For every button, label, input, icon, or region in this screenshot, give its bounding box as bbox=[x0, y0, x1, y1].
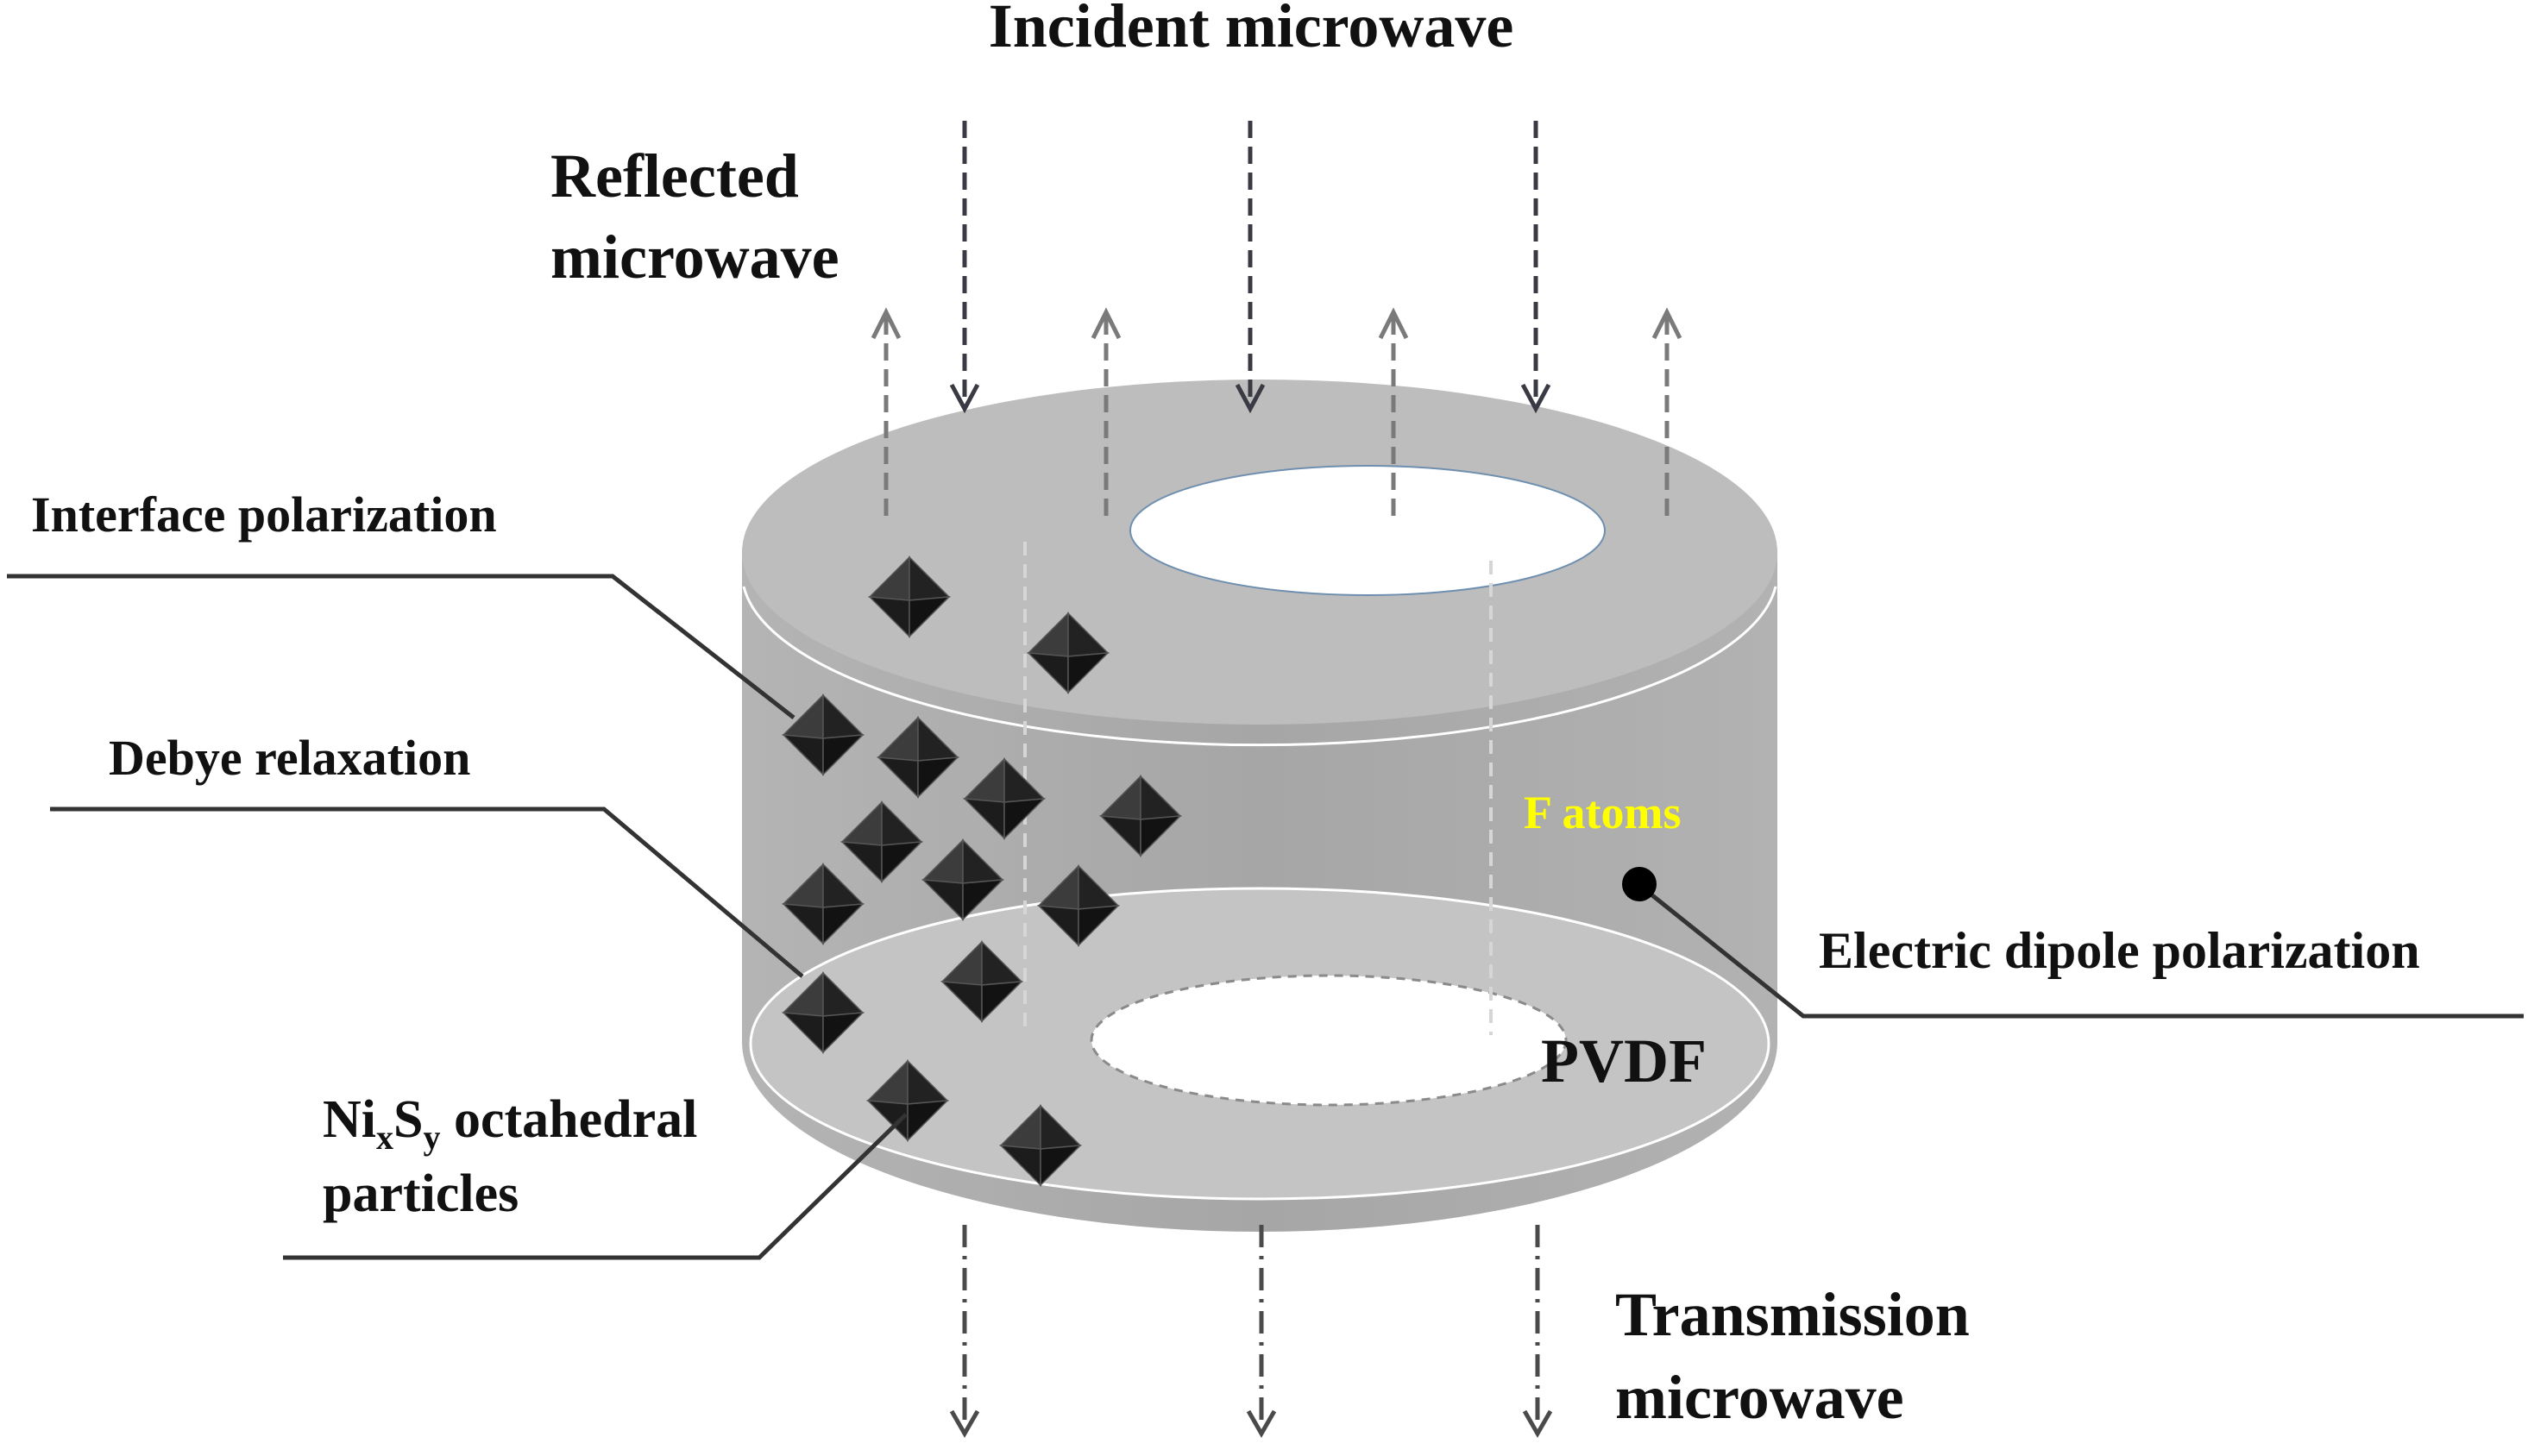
transmission-arrows bbox=[949, 1225, 1553, 1439]
particles-ni: Ni bbox=[323, 1090, 376, 1149]
octahedral-particle bbox=[963, 757, 1046, 840]
octahedral-particle-face bbox=[909, 596, 951, 638]
particles-leader-line bbox=[283, 1113, 908, 1260]
debye-relaxation-label: Debye relaxation bbox=[109, 730, 470, 786]
transmission-label-line2: microwave bbox=[1615, 1363, 1904, 1432]
octahedral-particle-face bbox=[822, 903, 865, 945]
interface-polarization-label: Interface polarization bbox=[31, 486, 497, 543]
particles-sub-x: x bbox=[376, 1118, 393, 1157]
reflected-arrowhead-1 bbox=[871, 307, 902, 340]
particles-sub-y: y bbox=[423, 1118, 440, 1157]
transmission-arrowhead-2 bbox=[1246, 1409, 1277, 1439]
octahedral-particles bbox=[782, 555, 1182, 1187]
transmission-arrowhead-1 bbox=[949, 1409, 980, 1439]
particles-rest: octahedral bbox=[440, 1090, 697, 1149]
octahedral-particle bbox=[1099, 775, 1182, 857]
octahedral-particle-face bbox=[1003, 798, 1046, 840]
reflected-arrowhead-2 bbox=[1091, 307, 1122, 340]
f-atom-dot bbox=[1622, 867, 1657, 901]
octahedral-particle-face bbox=[962, 879, 1004, 921]
incident-arrowhead-3 bbox=[1520, 383, 1551, 414]
octahedral-particle bbox=[1037, 864, 1120, 947]
octahedral-particle bbox=[877, 716, 959, 799]
octahedral-particle-face bbox=[1067, 652, 1110, 694]
octahedral-particle-face bbox=[822, 734, 865, 776]
incident-arrowhead-1 bbox=[949, 383, 980, 414]
octahedral-particle-face bbox=[917, 756, 959, 799]
octahedral-particle-face bbox=[822, 1012, 865, 1054]
pvdf-label: PVDF bbox=[1541, 1026, 1707, 1095]
f-atoms-label: F atoms bbox=[1524, 787, 1681, 838]
particles-s: S bbox=[393, 1090, 423, 1149]
interface-leader-line bbox=[7, 574, 796, 719]
particles-label-line1: NixSy octahedral bbox=[323, 1090, 697, 1157]
debye-leader-line bbox=[50, 806, 804, 978]
octahedral-particle bbox=[1027, 612, 1110, 694]
octahedral-particle-face bbox=[981, 981, 1023, 1023]
transmission-arrowhead-3 bbox=[1522, 1409, 1553, 1439]
dipole-polarization-label: Electric dipole polarization bbox=[1819, 922, 2420, 979]
reflected-arrows bbox=[871, 307, 1682, 516]
octahedral-particle-face bbox=[1140, 815, 1182, 857]
incident-arrows bbox=[949, 121, 1551, 414]
reflected-arrowhead-4 bbox=[1651, 307, 1682, 340]
octahedral-particle-face bbox=[907, 1100, 949, 1142]
dipole-leader-line bbox=[1638, 883, 2524, 1019]
octahedral-particle bbox=[866, 1059, 949, 1142]
octahedral-particle bbox=[940, 940, 1023, 1023]
cylinder-top-rim bbox=[742, 586, 1777, 747]
reflected-arrowhead-3 bbox=[1378, 307, 1409, 340]
reflected-label-line2: microwave bbox=[550, 223, 840, 292]
octahedral-particle bbox=[782, 863, 865, 945]
particles-label-line2: particles bbox=[323, 1164, 519, 1223]
leader-lines bbox=[7, 574, 2524, 1260]
octahedral-particle bbox=[782, 693, 865, 776]
cylinder-lower-hole bbox=[1090, 974, 1568, 1107]
octahedral-particle-face bbox=[1078, 905, 1120, 947]
incident-arrowhead-2 bbox=[1235, 383, 1266, 414]
octahedral-particle-face bbox=[1040, 1145, 1082, 1187]
incident-label: Incident microwave bbox=[989, 0, 1514, 60]
cylinder-top-hole bbox=[1129, 465, 1606, 596]
octahedral-particle bbox=[921, 838, 1004, 921]
reflected-label-line1: Reflected bbox=[550, 141, 799, 210]
octahedral-particle bbox=[782, 971, 865, 1054]
octahedral-particle bbox=[840, 800, 923, 883]
octahedral-particle-face bbox=[881, 841, 923, 883]
octahedral-particle bbox=[868, 555, 951, 638]
octahedral-particle bbox=[999, 1104, 1082, 1187]
transmission-label-line1: Transmission bbox=[1615, 1280, 1970, 1349]
